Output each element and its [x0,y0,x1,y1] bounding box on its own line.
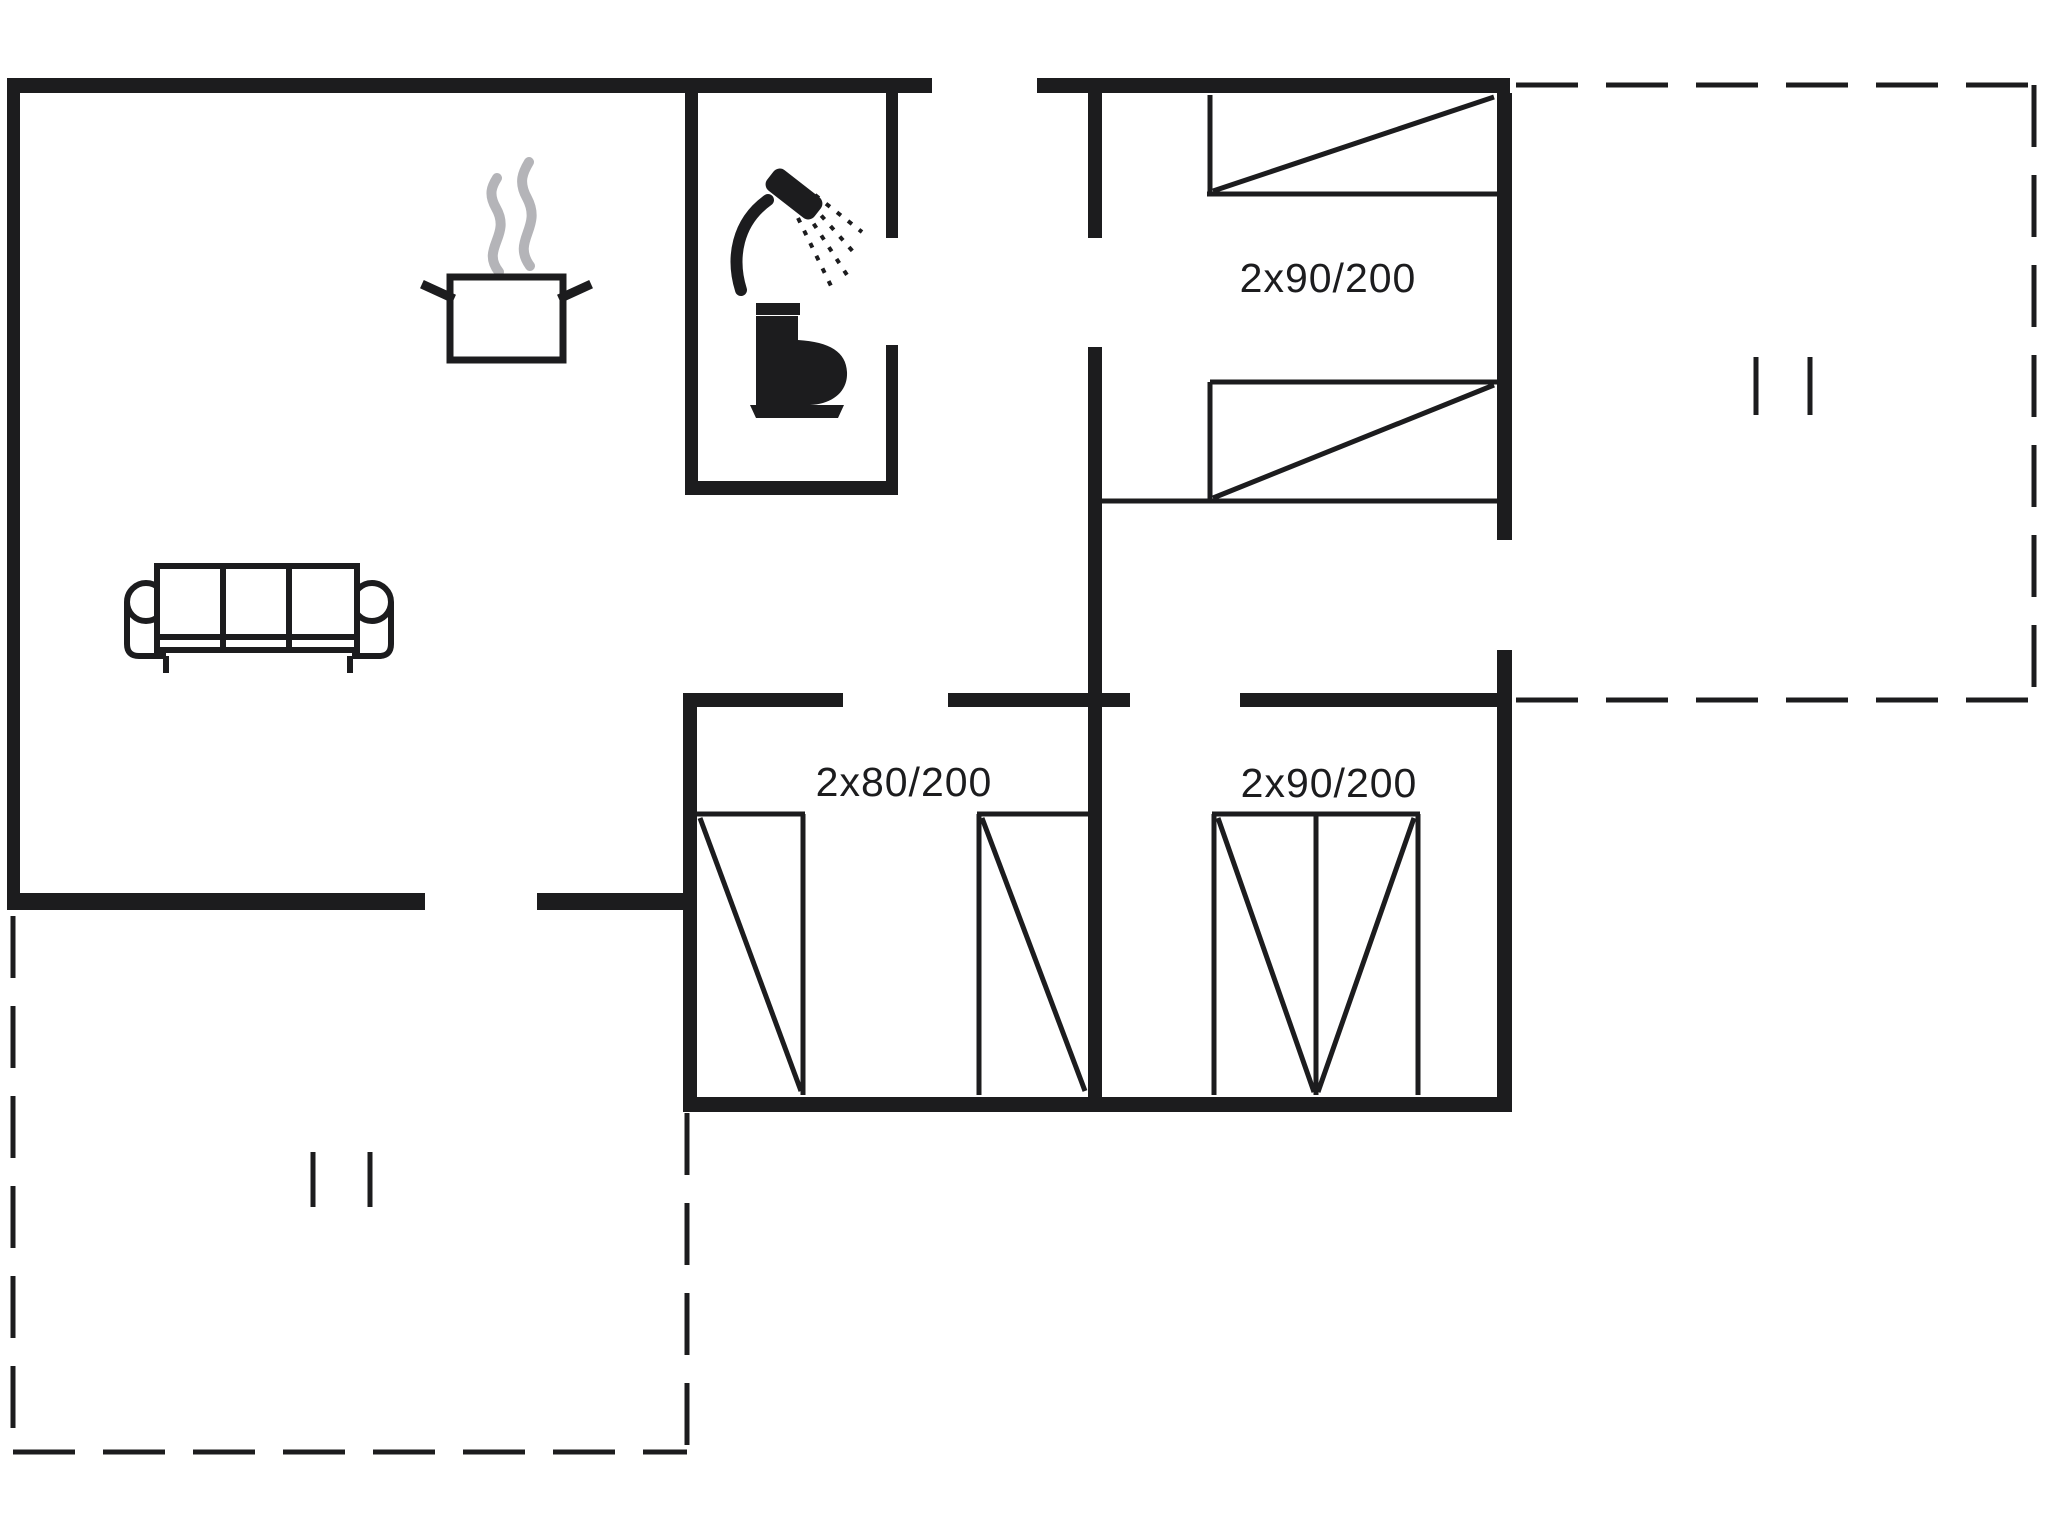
terrace-markers [310,357,1813,1207]
bed-double-bottom-right [1211,811,1421,1095]
bed-single-top-2 [1100,379,1497,504]
toilet-icon [750,303,848,418]
bed-single-mid-left [697,811,806,1095]
bed-single-top-1 [1207,94,1497,197]
terrace-marker-icon [310,1152,373,1207]
walls [7,78,1512,1112]
wall-south-rooms [683,1097,1512,1112]
wall-top-west [7,78,932,93]
wall-bathroom-east-south [886,345,898,495]
cooking-pot-icon [420,157,593,364]
shower-icon [730,168,864,296]
wall-living-south-east [537,893,697,910]
terraces [10,82,2040,1455]
bed-label-bottom-middle: 2x80/200 [816,759,993,805]
steam-icon [486,157,537,277]
wall-mid-horizontal-west [685,693,843,707]
beds [697,94,1497,1095]
wall-west [7,78,20,910]
bed-label-bottom-right: 2x90/200 [1241,760,1418,806]
bed-label-top-right: 2x90/200 [1240,255,1417,301]
terrace-right [1516,82,2040,703]
sofa-icon [124,563,394,673]
wall-bedroom-west-north [1088,93,1102,238]
wall-bathroom-west [685,93,698,495]
wall-mid-horizontal-east [1240,693,1510,707]
terrace-bottom-left [10,916,690,1455]
wall-center-vertical [1088,347,1102,1112]
shower-spray [796,193,864,291]
wall-top-east [1037,78,1510,93]
wall-bathroom-south [685,481,898,495]
bed-single-mid-right [976,811,1088,1095]
wall-living-south-west [7,893,425,910]
wall-midroom-west [683,693,697,1112]
wall-mid-horizontal-center [948,693,1130,707]
wall-bathroom-east-north [886,93,898,238]
terrace-marker-icon [1753,357,1813,415]
wall-east-south [1497,650,1512,1112]
wall-east-north [1497,93,1512,540]
